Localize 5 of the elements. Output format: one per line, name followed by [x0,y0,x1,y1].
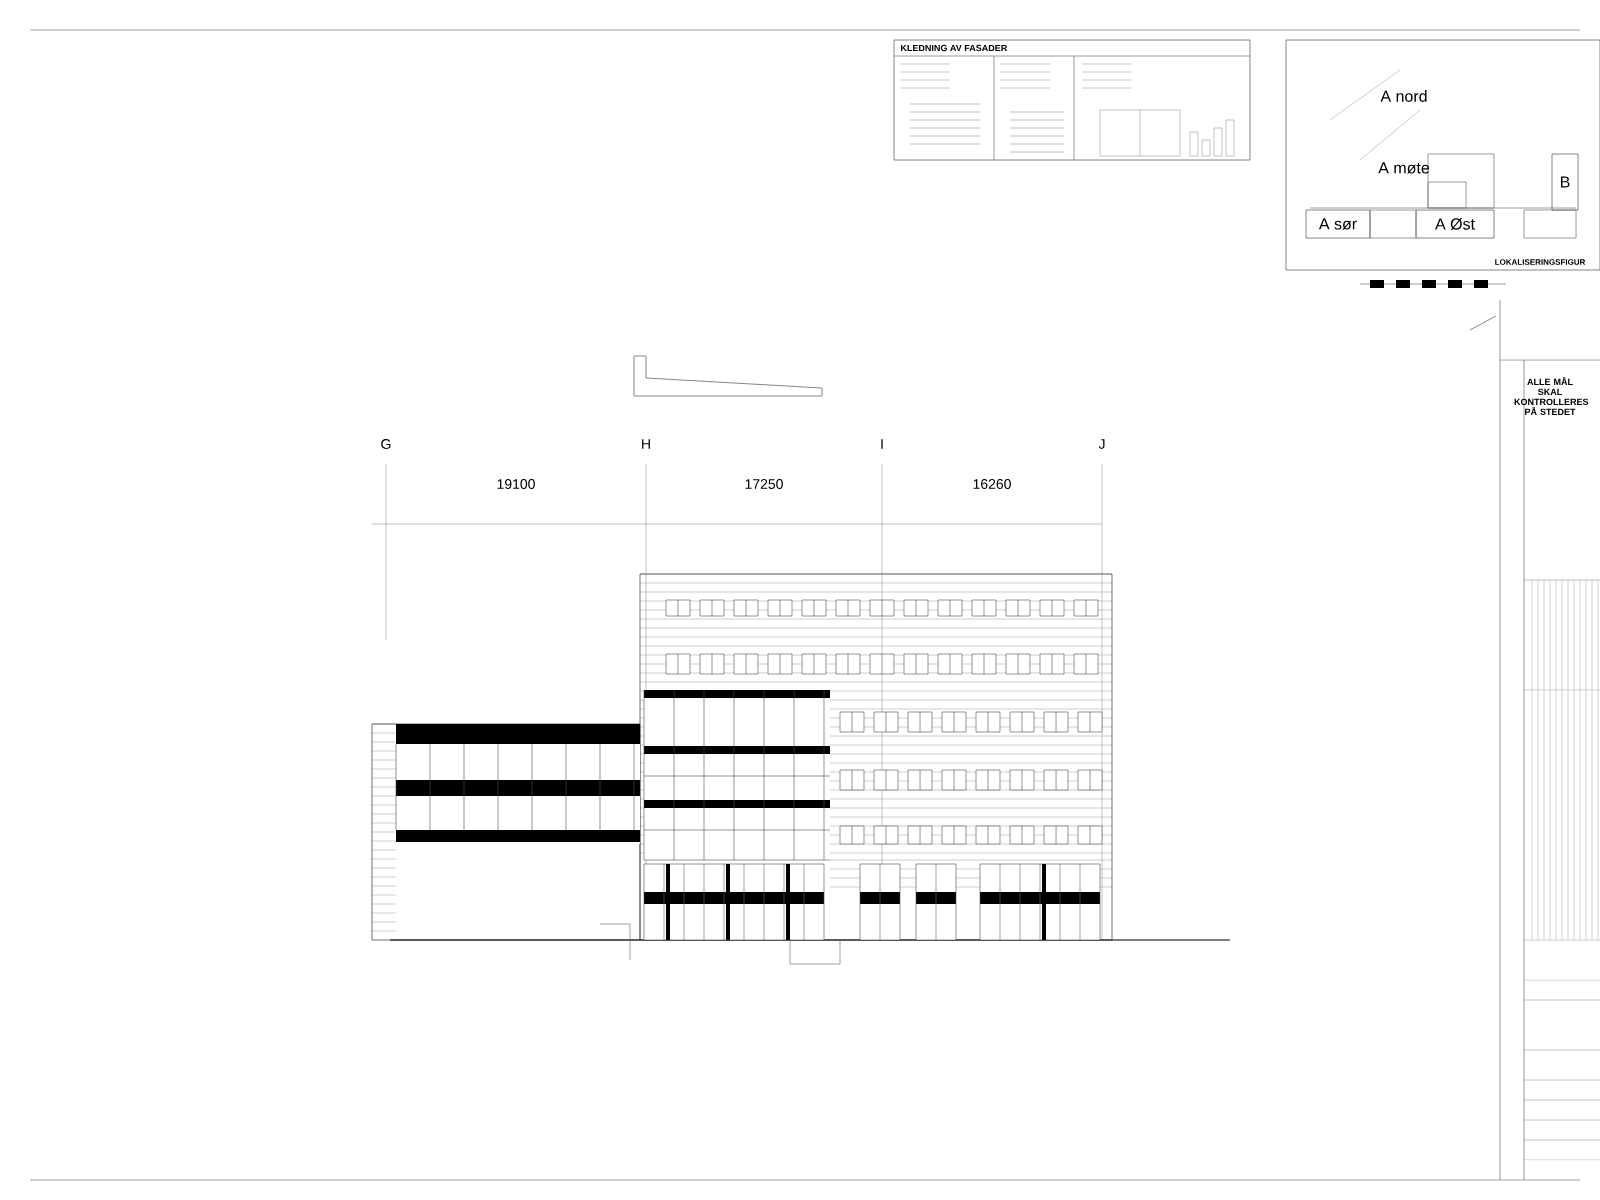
building-box: A sør [1305,209,1371,239]
building-label: A møte [1378,162,1430,174]
building-box: B [1551,153,1579,211]
building-label: A nord [1380,90,1427,102]
building-box: A Øst [1415,209,1495,239]
